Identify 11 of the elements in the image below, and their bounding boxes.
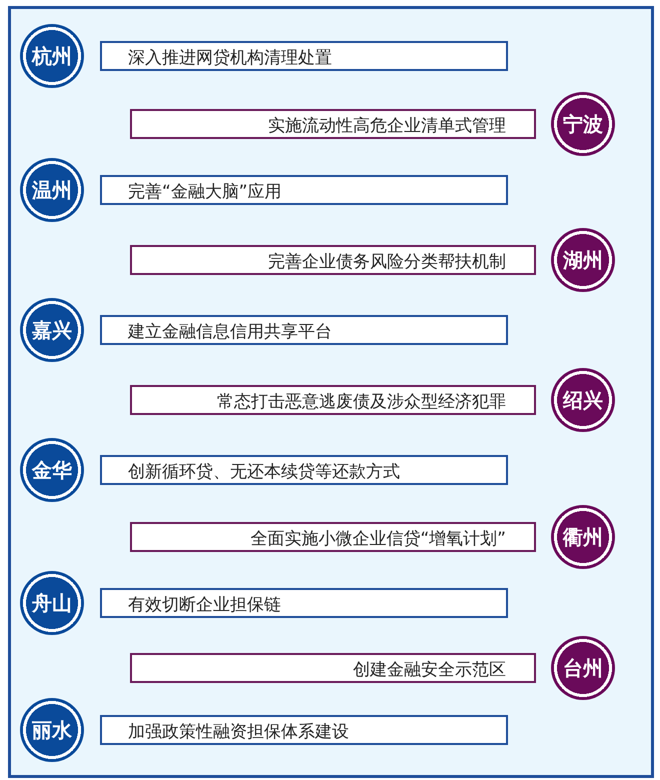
text-box: 加强政策性融资担保体系建设: [100, 715, 508, 745]
text-box: 创新循环贷、无还本续贷等还款方式: [100, 455, 508, 485]
text-box: 全面实施小微企业信贷“增氧计划”: [130, 522, 536, 552]
text-box: 有效切断企业担保链: [100, 588, 508, 618]
text-box: 常态打击恶意逃废债及涉众型经济犯罪: [130, 385, 536, 415]
text-box: 完善企业债务风险分类帮扶机制: [130, 245, 536, 275]
text-box: 建立金融信息信用共享平台: [100, 315, 508, 345]
text-box: 创建金融安全示范区: [130, 653, 536, 683]
text-box: 深入推进网贷机构清理处置: [100, 41, 508, 71]
text-box: 实施流动性高危企业清单式管理: [130, 109, 536, 139]
text-box: 完善“金融大脑”应用: [100, 175, 508, 205]
